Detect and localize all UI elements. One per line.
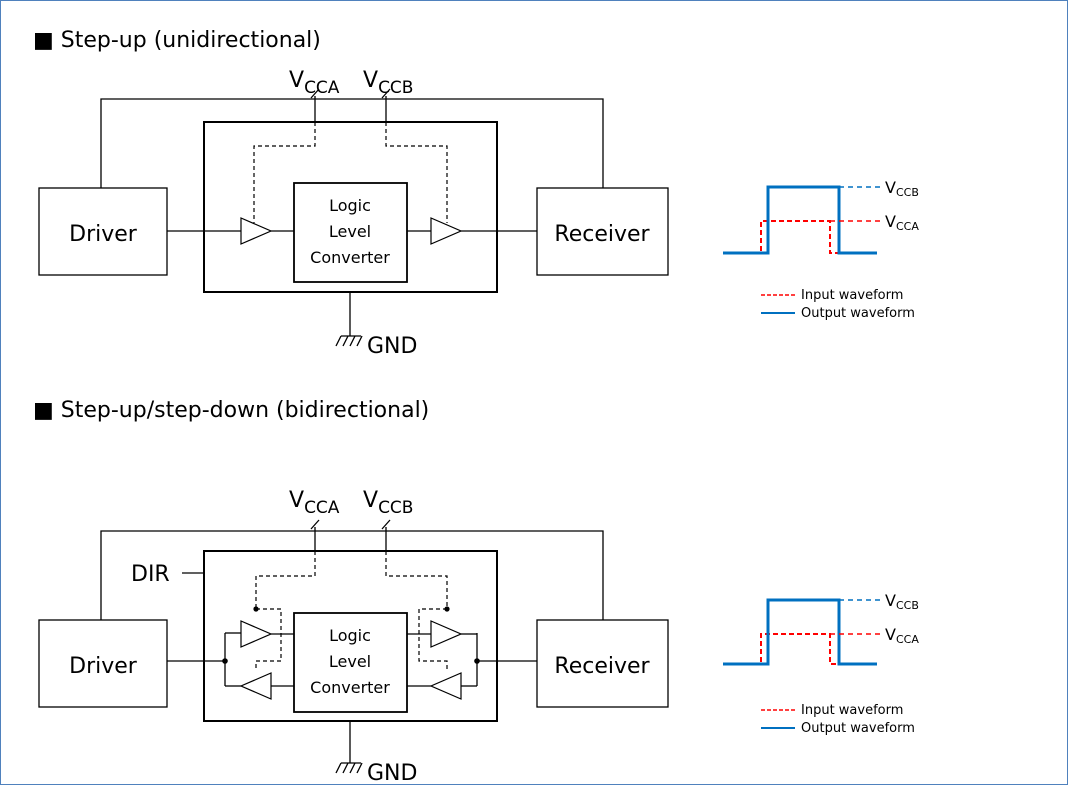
supply-bus-wire (100, 98, 604, 188)
gnd-label: GND (367, 761, 417, 784)
logic-level-converter-box (293, 612, 408, 713)
vccb-internal-dash (385, 551, 448, 609)
vcca-terminal-mark (310, 519, 320, 530)
dir-label: DIR (131, 562, 170, 587)
input-waveform (723, 220, 877, 254)
buffer-b-forward-icon (430, 620, 463, 648)
waveform-plot: VCCB VCCA Input waveform Output waveform (723, 178, 919, 321)
vccb-label: VCCB (363, 488, 413, 518)
vcca-label: VCCA (289, 488, 340, 518)
vccb-terminal-mark (381, 519, 391, 530)
section-title-bidirectional: ■ Step-up/step-down (bidirectional) (33, 398, 429, 423)
legend-output-label: Output waveform (801, 721, 915, 736)
receiver-label: Receiver (554, 222, 650, 247)
gnd-label: GND (367, 334, 417, 359)
waveform-vccb-label: VCCB (885, 178, 919, 199)
converter-label-line2: Level (329, 222, 371, 241)
converter-label-line3: Converter (310, 678, 390, 697)
waveform-vcca-label: VCCA (885, 212, 919, 233)
vcca-internal-dash-lower (255, 608, 282, 671)
receiver-label: Receiver (554, 654, 650, 679)
input-waveform (723, 633, 877, 665)
ground-icon (335, 335, 363, 347)
section-bidirectional: ■ Step-up/step-down (bidirectional) VCCA… (33, 398, 919, 784)
section-unidirectional: ■ Step-up (unidirectional) VCCA VCCB Dri… (33, 28, 919, 359)
receiver-box (536, 187, 669, 276)
driver-label: Driver (69, 222, 138, 247)
converter-label-line1: Logic (329, 626, 371, 645)
waveform-vccb-label: VCCB (885, 591, 919, 612)
converter-label-line3: Converter (310, 248, 390, 267)
buffer-a-forward-icon (240, 620, 273, 648)
logic-level-converter-box (293, 182, 408, 283)
legend-input-label: Input waveform (801, 288, 903, 303)
supply-bus-wire (100, 530, 604, 620)
buffer-b-reverse-icon (429, 672, 462, 700)
legend-output-label: Output waveform (801, 306, 915, 321)
vcca-label: VCCA (289, 68, 340, 98)
vccb-terminal-mark (381, 88, 391, 99)
receiver-box (536, 619, 669, 708)
vcca-terminal-mark (310, 88, 320, 99)
buffer-b-icon (430, 217, 463, 245)
buffer-a-reverse-icon (239, 672, 272, 700)
output-waveform (723, 598, 877, 666)
section-title-unidirectional: ■ Step-up (unidirectional) (33, 28, 321, 53)
converter-label-line2: Level (329, 652, 371, 671)
waveform-plot: VCCB VCCA Input waveform Output waveform (723, 591, 919, 736)
buffer-a-icon (240, 217, 273, 245)
ground-icon (335, 762, 363, 774)
converter-label-line1: Logic (329, 196, 371, 215)
driver-box (38, 187, 168, 276)
driver-label: Driver (69, 654, 138, 679)
waveform-vcca-label: VCCA (885, 625, 919, 646)
legend-input-label: Input waveform (801, 703, 903, 718)
vccb-internal-dash-lower (418, 608, 448, 671)
output-waveform (723, 185, 877, 255)
driver-box (38, 619, 168, 708)
vcca-internal-dash (255, 551, 316, 609)
vccb-label: VCCB (363, 68, 413, 98)
